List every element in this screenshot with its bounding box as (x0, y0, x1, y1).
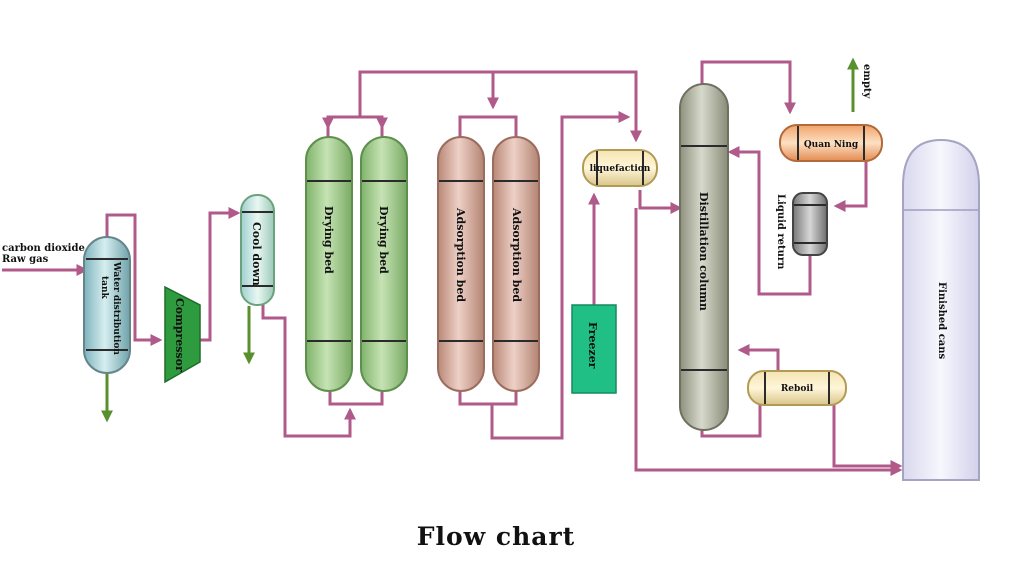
reboil-label: Reboil (781, 384, 814, 394)
distillation-column (679, 83, 729, 431)
liquefaction-vessel (582, 149, 658, 187)
liquid-return-vessel (792, 192, 828, 256)
adsorption-bed-1-label: Adsorption bed (454, 207, 467, 302)
drying-bed-1-label: Drying bed (322, 206, 335, 274)
quan-ning-label: Quan Ning (804, 140, 859, 150)
compressor (164, 285, 201, 384)
reboil-vessel (747, 370, 847, 406)
pipe-network (2, 60, 903, 476)
water-tank-label-line1: Water distribution (111, 261, 121, 355)
water-distribution-tank (83, 236, 131, 374)
adsorption-bed-1 (437, 136, 485, 392)
liquefaction-label: liquefaction (590, 164, 651, 174)
water-tank-label: Water distribution tank (99, 261, 121, 355)
adsorption-bed-2-label: Adsorption bed (510, 207, 523, 302)
liquid-return-label: Liquid return (775, 194, 786, 270)
adsorption-bed-2 (492, 136, 540, 392)
finished-cans-tank (902, 138, 980, 481)
water-tank-label-line2: tank (99, 276, 109, 300)
empty-label: empty (861, 64, 872, 100)
input-label-raw-gas: Raw gas (2, 254, 49, 265)
drying-bed-2-label: Drying bed (377, 206, 390, 274)
compressor-label: Compressor (173, 298, 186, 372)
quan-ning-vessel (779, 124, 883, 162)
finished-cans-label: Finished cans (936, 282, 947, 360)
freezer (571, 304, 617, 394)
distillation-column-label: Distillation column (697, 192, 710, 311)
freezer-label: Freezer (586, 322, 599, 369)
vent-arrows (101, 57, 859, 423)
cool-down-vessel (240, 194, 275, 306)
drying-bed-1 (305, 136, 353, 392)
input-label-carbon-dioxide: carbon dioxide (2, 243, 85, 254)
cool-down-label: Cool down (250, 222, 263, 286)
diagram-caption: Flow chart (417, 522, 575, 551)
drying-bed-2 (360, 136, 408, 392)
